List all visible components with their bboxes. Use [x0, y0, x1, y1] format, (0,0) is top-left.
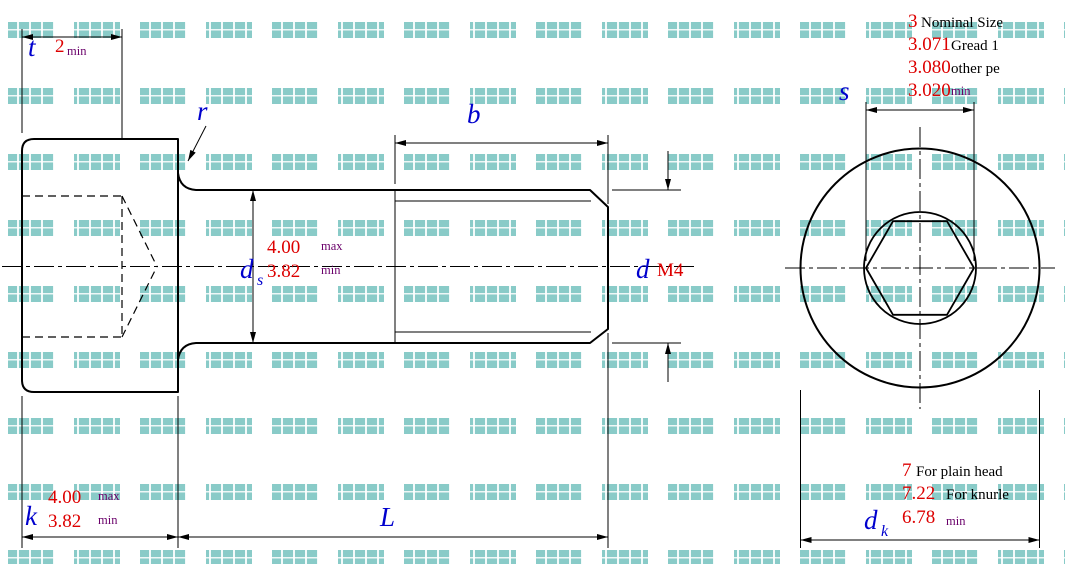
ds-dimension-subscript: s	[257, 272, 263, 289]
socket-cone-hidden-line-top	[121, 195, 158, 267]
dk-knurled-note: For knurle	[946, 487, 1009, 503]
ds-min-limit: min	[321, 263, 341, 277]
s-grade-note: Gread 1	[951, 38, 999, 54]
end-view: s 3 Nominal Size 3.071 Gread 1 3.080 oth…	[785, 11, 1055, 548]
s-dimension-label: s	[839, 76, 850, 106]
dk-knurled-value: 7.22	[902, 483, 935, 504]
b-dimension-label: b	[467, 99, 481, 129]
d-thread-value: M4	[657, 260, 684, 281]
socket-cone-hidden-line-bottom	[121, 266, 158, 338]
k-min-value: 3.82	[48, 511, 81, 532]
dk-min-limit: min	[946, 514, 966, 528]
head-outline	[21, 138, 179, 393]
k-min-limit: min	[98, 513, 118, 527]
ds-max-limit: max	[321, 239, 343, 253]
s-other-value: 3.080	[908, 57, 951, 78]
ds-min-value: 3.82	[267, 261, 300, 282]
d-dimension-label: d	[636, 254, 650, 284]
k-dimension-label: k	[25, 501, 38, 531]
k-max-value: 4.00	[48, 487, 81, 508]
side-view: t 2 min r b d s 4.00 max 3.82 min	[2, 29, 697, 548]
s-min-limit: min	[951, 84, 971, 98]
t-dimension-value: 2	[55, 36, 65, 57]
r-fillet-label: r	[197, 96, 208, 126]
ds-max-value: 4.00	[267, 237, 300, 258]
s-nominal-note: Nominal Size	[921, 15, 1003, 31]
s-min-value: 3.020	[908, 80, 951, 101]
L-dimension-label: L	[379, 502, 395, 532]
s-nominal-value: 3	[908, 11, 918, 32]
dk-plain-value: 7	[902, 460, 912, 481]
dk-min-value: 6.78	[902, 507, 935, 528]
dk-dimension-subscript: k	[881, 523, 889, 540]
r-leader-line	[187, 125, 207, 162]
s-other-note: other pe	[951, 61, 1000, 77]
t-limit-label: min	[67, 44, 87, 58]
dk-dimension-label: d	[864, 505, 878, 535]
s-grade-value: 3.071	[908, 34, 951, 55]
k-max-limit: max	[98, 489, 120, 503]
dk-plain-note: For plain head	[916, 464, 1003, 480]
ds-dimension-label: d	[240, 254, 254, 284]
